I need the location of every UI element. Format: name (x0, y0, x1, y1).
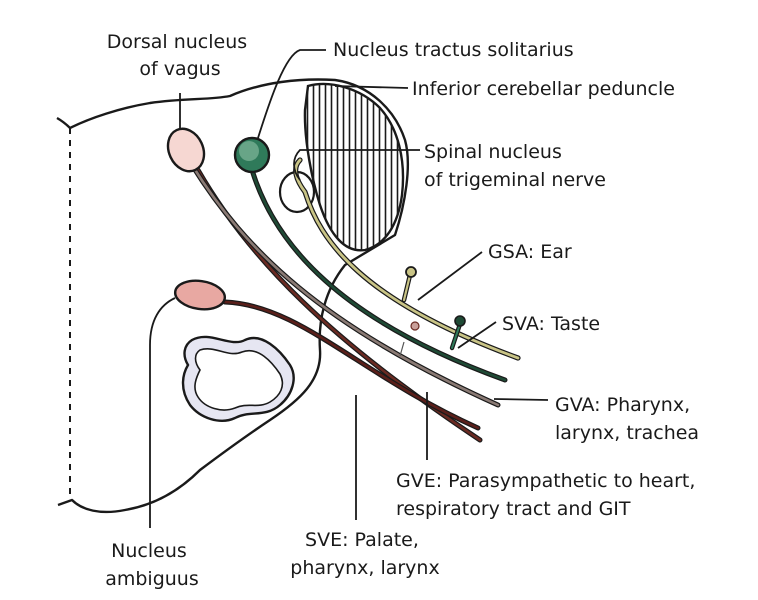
fiber-tick (399, 341, 405, 357)
inferior-cerebellar-peduncle (303, 82, 405, 252)
medulla-outline (56, 78, 410, 514)
label-gsa-ear: GSA: Ear (488, 241, 572, 263)
leader-gsa (417, 251, 483, 301)
label-sve: SVE: Palate, pharynx, larynx (290, 529, 439, 579)
leader-sva (457, 321, 497, 349)
leader-lines (149, 49, 549, 528)
label-inferior-cerebellar-peduncle: Inferior cerebellar peduncle (412, 78, 675, 100)
gsa-ganglion (405, 266, 417, 278)
leader-gva (493, 398, 549, 401)
olivary-nucleus-inner (194, 348, 284, 411)
sva-ganglion (454, 315, 466, 327)
label-gve: GVE: Parasympathetic to heart, respirato… (396, 470, 701, 520)
leader-icp (334, 85, 409, 89)
fiber-node (410, 321, 420, 331)
dorsal-nucleus-of-vagus (166, 127, 206, 173)
leader-nts (257, 49, 326, 139)
nucleus-ambiguus (173, 279, 227, 311)
label-nucleus-tractus-solitarius: Nucleus tractus solitarius (333, 39, 574, 61)
leader-spinal-trigeminal (293, 149, 420, 181)
label-nucleus-ambiguus: Nucleus ambiguus (105, 540, 199, 590)
label-sva-taste: SVA: Taste (502, 313, 600, 335)
leader-ambiguus (149, 297, 176, 528)
label-spinal-nucleus-of-trigeminal: Spinal nucleus of trigeminal nerve (424, 141, 606, 191)
label-dorsal-nucleus-of-vagus: Dorsal nucleus of vagus (107, 31, 253, 80)
label-gva: GVA: Pharynx, larynx, trachea (555, 394, 699, 444)
